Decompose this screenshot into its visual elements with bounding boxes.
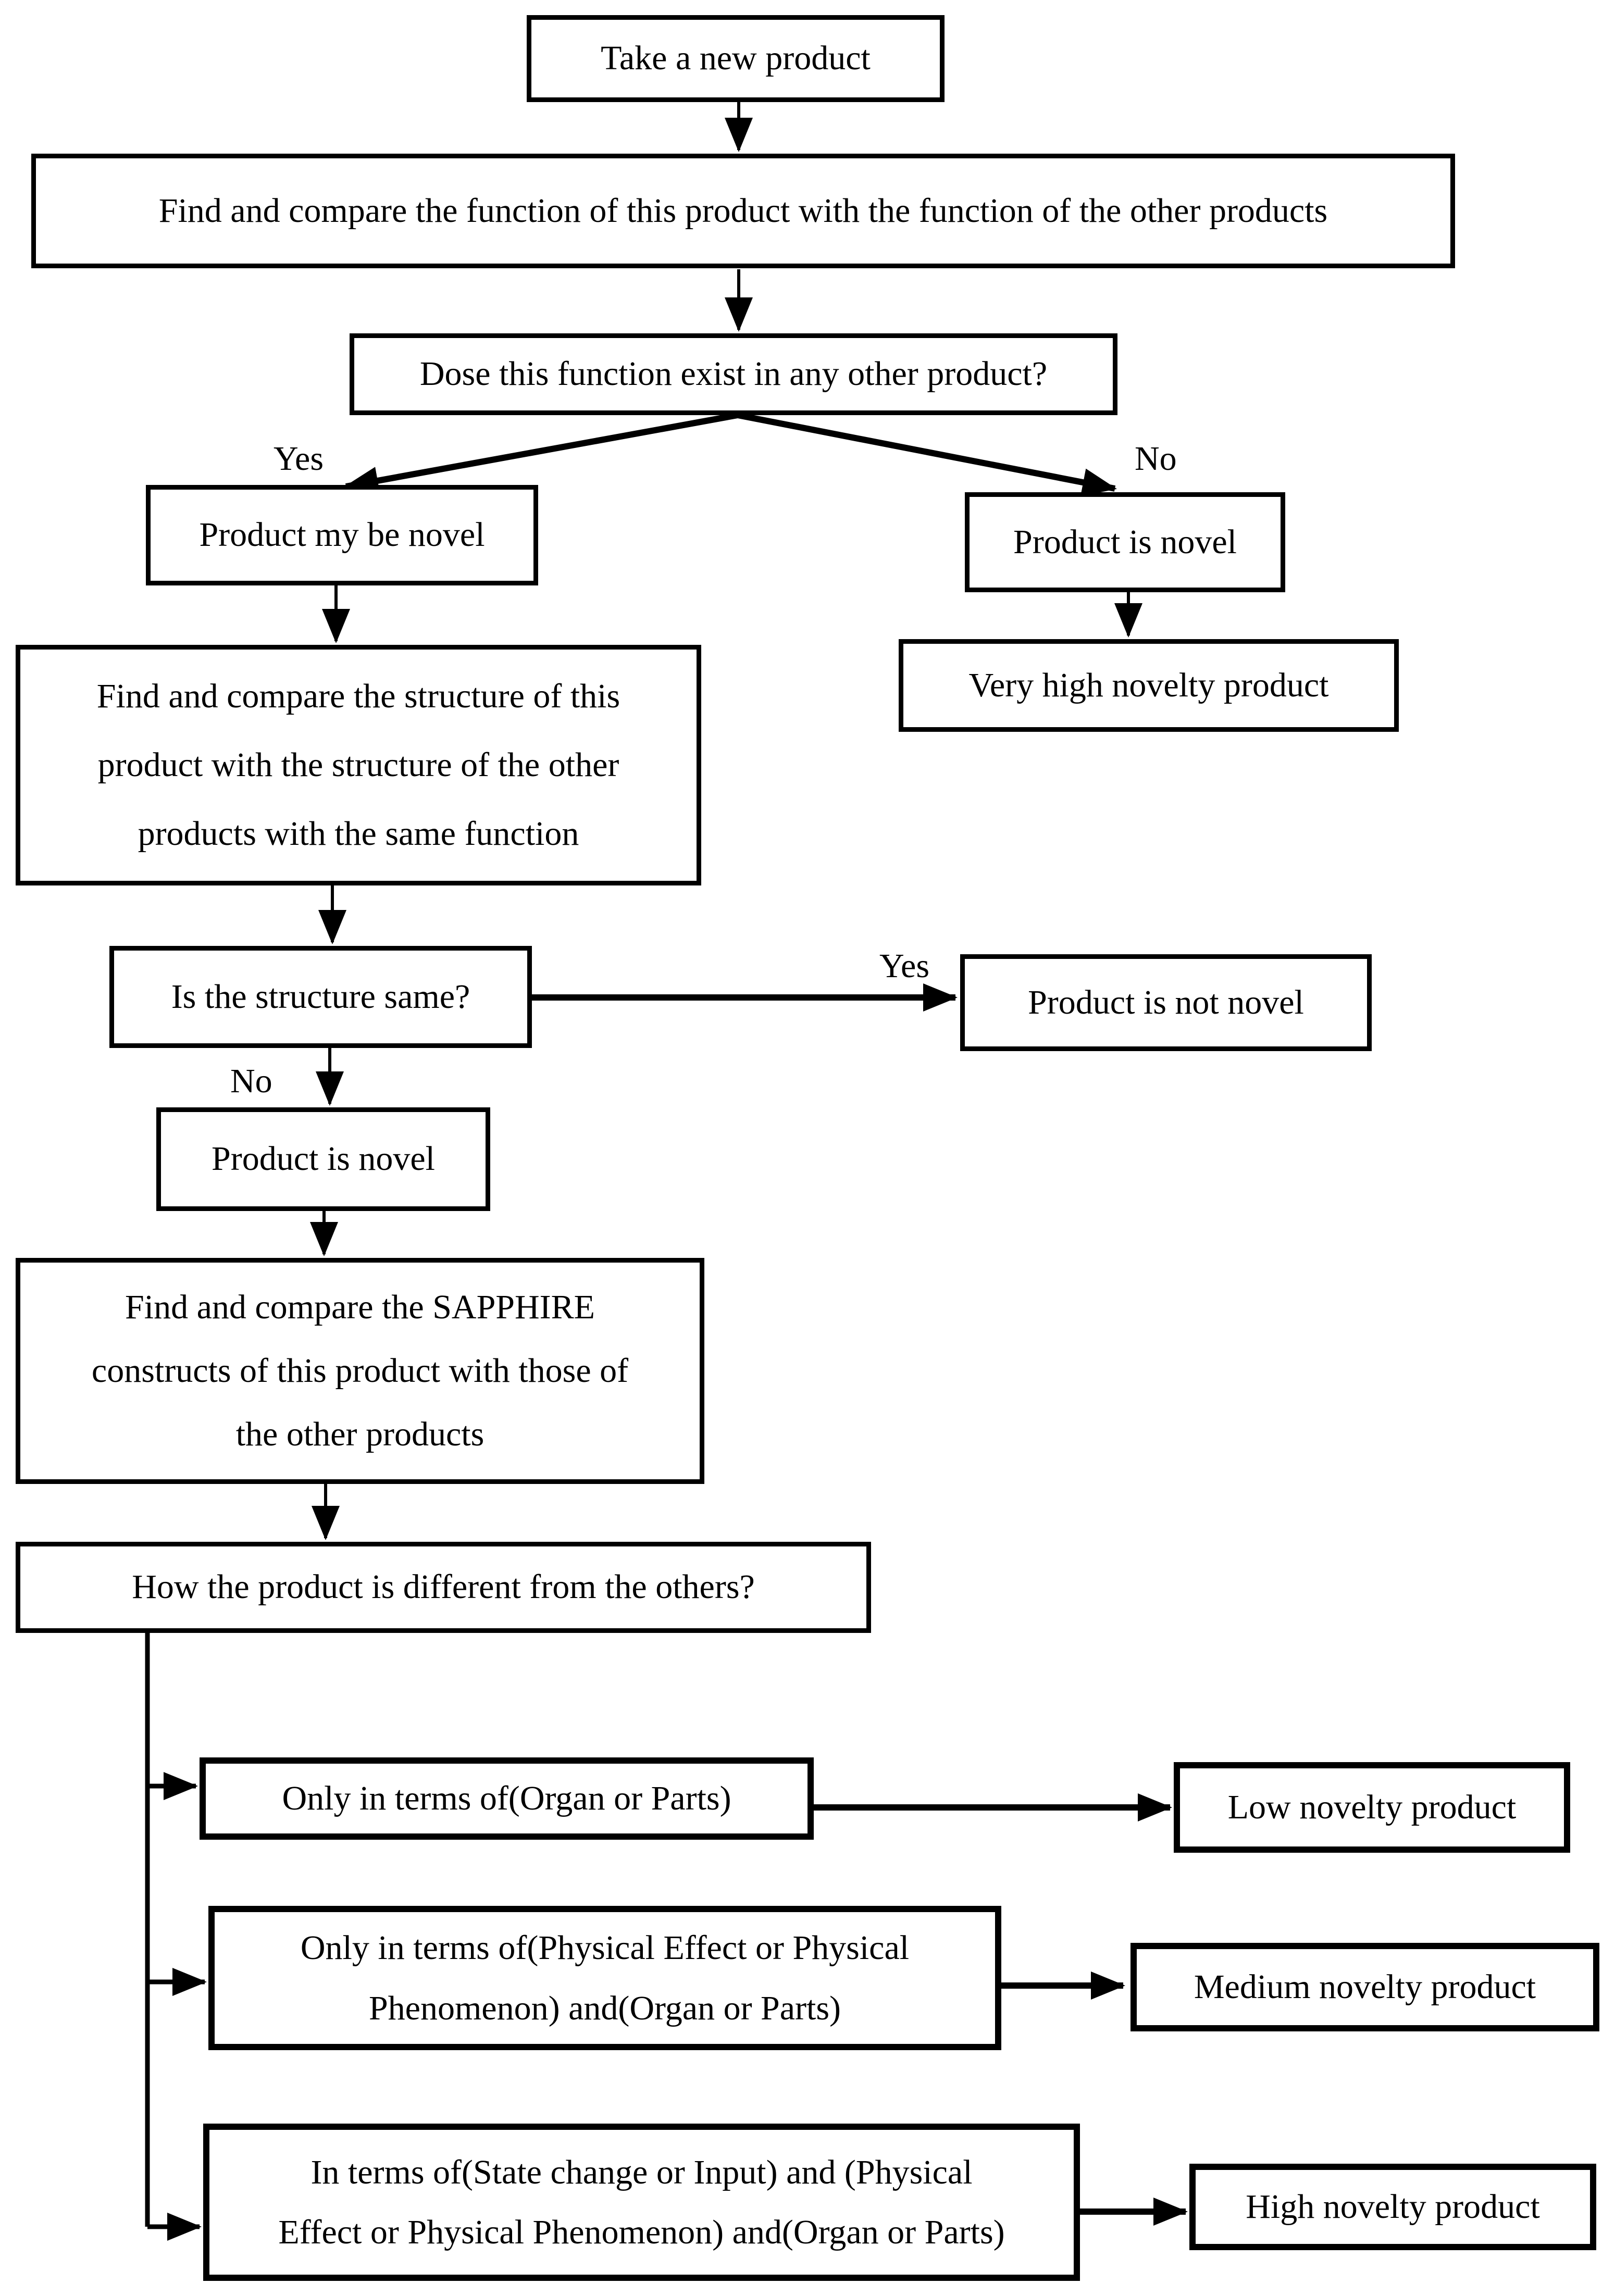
node-label: Only in terms of(Organ or Parts) [282, 1779, 731, 1817]
node-label-line: product with the structure of the other [97, 746, 619, 784]
node-is-structure-same-question: Is the structure same? [109, 946, 532, 1048]
node-label: Low novelty product [1227, 1788, 1517, 1826]
node-label: How the product is different from the ot… [132, 1568, 755, 1606]
node-compare-structure: Find and compare the structure of this p… [16, 645, 701, 885]
node-compare-function: Find and compare the function of this pr… [31, 154, 1455, 268]
node-label: Product is novel [212, 1140, 435, 1178]
node-low-novelty: Low novelty product [1174, 1762, 1570, 1853]
node-label: Medium novelty product [1194, 1967, 1536, 2006]
node-take-new-product: Take a new product [527, 15, 945, 102]
node-compare-sapphire: Find and compare the SAPPHIRE constructs… [16, 1258, 704, 1484]
edge-label-structure-no: No [230, 1062, 272, 1100]
node-how-different-question: How the product is different from the ot… [16, 1542, 871, 1633]
node-function-exists-question: Dose this function exist in any other pr… [350, 333, 1117, 415]
node-label: Dose this function exist in any other pr… [419, 355, 1048, 393]
node-label: Very high novelty product [968, 666, 1329, 704]
node-label-line: Find and compare the SAPPHIRE [125, 1288, 595, 1326]
node-label-line: Only in terms of(Physical Effect or Phys… [300, 1929, 910, 1967]
node-label: High novelty product [1246, 2187, 1540, 2226]
node-option-physical-effect: Only in terms of(Physical Effect or Phys… [208, 1906, 1001, 2050]
node-label: Product is not novel [1028, 983, 1304, 1021]
node-label-line: the other products [235, 1415, 484, 1454]
node-option-organ-parts: Only in terms of(Organ or Parts) [200, 1757, 814, 1840]
node-label-line: Effect or Physical Phenomenon) and(Organ… [278, 2213, 1005, 2251]
node-product-not-novel: Product is not novel [960, 954, 1372, 1051]
node-label: Product is novel [1013, 522, 1237, 561]
node-label: Take a new product [601, 39, 871, 78]
node-product-is-novel-left: Product is novel [156, 1107, 490, 1211]
node-label-line: Find and compare the structure of this [96, 677, 620, 715]
node-option-state-change: In terms of(State change or Input) and (… [203, 2124, 1080, 2281]
node-label-line: Phenomenon) and(Organ or Parts) [368, 1989, 841, 2027]
edge-exists-no-diagonal [737, 412, 1117, 496]
node-product-may-be-novel: Product my be novel [146, 485, 538, 585]
node-high-novelty: High novelty product [1189, 2164, 1596, 2250]
node-label-line: In terms of(State change or Input) and (… [310, 2153, 973, 2191]
node-label-line: constructs of this product with those of [91, 1351, 629, 1390]
node-label: Product my be novel [199, 516, 485, 554]
node-label: Is the structure same? [171, 977, 470, 1016]
edge-exists-yes-diagonal [344, 412, 739, 495]
edge-label-function-no: No [1135, 440, 1177, 478]
node-very-high-novelty: Very high novelty product [899, 639, 1399, 732]
node-product-is-novel-right: Product is novel [965, 492, 1285, 592]
node-label: Find and compare the function of this pr… [158, 191, 1328, 230]
node-label-line: products with the same function [138, 815, 579, 853]
edge-label-function-yes: Yes [274, 440, 324, 478]
edge-label-structure-yes: Yes [879, 947, 930, 985]
node-medium-novelty: Medium novelty product [1130, 1943, 1599, 2031]
